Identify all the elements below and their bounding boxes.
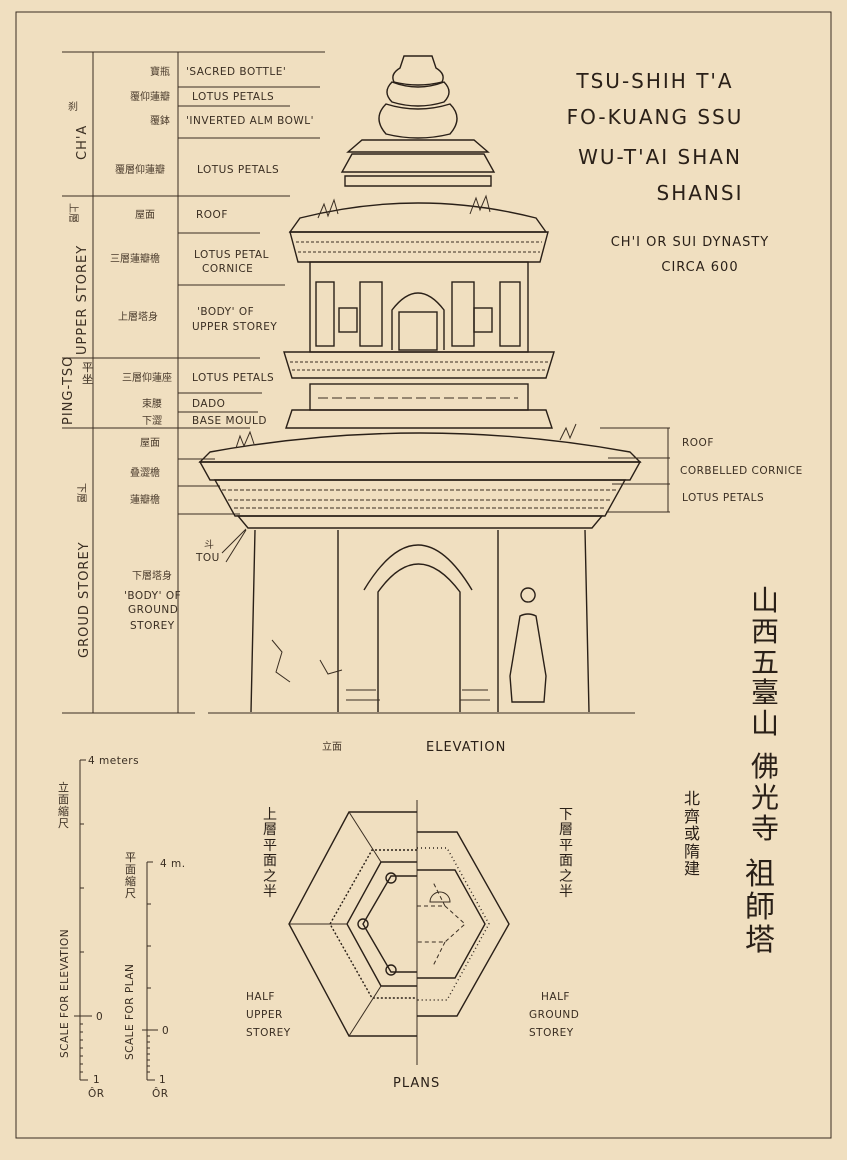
group-cha-label: CH'A bbox=[75, 125, 90, 160]
title-block: TSU-SHIH T'A FO-KUANG SSU WU-T'AI SHAN S… bbox=[567, 69, 770, 275]
plans-right_en-1-text: GROUND bbox=[529, 1009, 579, 1021]
scales-plan-top-text: 4 m. bbox=[160, 858, 186, 870]
scales-plan-zero-text: 0 bbox=[162, 1025, 169, 1037]
rows-2-en-0-text: 'INVERTED ALM BOWL' bbox=[186, 115, 314, 127]
group-cha-zh: 刹 bbox=[68, 101, 78, 113]
rows-13-en-1-text: GROUND bbox=[128, 604, 178, 616]
elevation-zh: 立面 bbox=[322, 740, 342, 753]
plan-left-zh: 上層平面之半 bbox=[263, 807, 277, 900]
scale-elevation-zh: 立面縮尺 bbox=[58, 781, 69, 831]
right_labels-0-text: ROOF bbox=[682, 437, 714, 449]
scale-plan: 4 m. 0 1 ÔR SCALE FOR PLAN bbox=[124, 858, 186, 1100]
title-line3-text: WU-T'AI SHAN bbox=[578, 145, 742, 169]
title-line2-text: FO-KUANG SSU bbox=[567, 105, 744, 129]
rows-1-zh-text: 覆仰蓮瓣 bbox=[130, 90, 170, 103]
rows-2-zh-text: 覆鉢 bbox=[150, 114, 170, 127]
rows-0-en-0-text: 'SACRED BOTTLE' bbox=[186, 66, 286, 78]
rows-13-en-0-text: 'BODY' OF bbox=[124, 590, 181, 602]
plans-label: PLANS bbox=[393, 1076, 440, 1091]
scales-elevation-top-text: 4 meters bbox=[88, 755, 139, 767]
title-dynasty-text: CH'I OR SUI DYNASTY bbox=[611, 235, 770, 250]
rows-12-zh-text: 蓮瓣檐 bbox=[130, 493, 160, 506]
group-upper-zh: 上層 bbox=[67, 203, 79, 223]
plan-right-zh: 下層平面之半 bbox=[559, 807, 573, 900]
rows-4-zh-text: 屋面 bbox=[135, 209, 155, 221]
legend-table bbox=[62, 51, 635, 714]
rows-6-en-1-text: UPPER STOREY bbox=[192, 321, 277, 333]
plans-left_en-2-text: STOREY bbox=[246, 1027, 291, 1039]
scales-plan-one-text: 1 bbox=[159, 1074, 166, 1086]
right_labels-1-text: CORBELLED CORNICE bbox=[680, 465, 803, 477]
scales-elevation-one-text: 1 bbox=[93, 1074, 100, 1086]
scales-plan-unit-text: ÔR bbox=[152, 1087, 169, 1100]
rows-7-en-0-text: LOTUS PETALS bbox=[192, 372, 274, 384]
scales-plan-en-text: SCALE FOR PLAN bbox=[124, 964, 136, 1060]
scales-elevation-unit-text: ÔR bbox=[88, 1087, 105, 1100]
rows-13-en-2-text: STOREY bbox=[130, 620, 175, 632]
title-line1-text: TSU-SHIH T'A bbox=[575, 69, 733, 93]
rows-6-zh-text: 上層塔身 bbox=[118, 310, 158, 323]
rows-13-zh-text: 下層塔身 bbox=[132, 569, 172, 582]
chinese-title-col2: 佛光寺 bbox=[751, 750, 780, 845]
rows-3-en-0-text: LOTUS PETALS bbox=[197, 164, 279, 176]
group-upper-label: UPPER STOREY bbox=[75, 245, 90, 355]
rows-3-zh-text: 覆層仰蓮瓣 bbox=[115, 163, 165, 176]
rows-10-zh-text: 屋面 bbox=[140, 437, 160, 449]
rows-5-en-0-text: LOTUS PETAL bbox=[194, 249, 269, 261]
rows-0-zh-text: 寶瓶 bbox=[150, 65, 170, 78]
pagoda-elevation bbox=[198, 55, 642, 713]
half-plans: HALF UPPER STOREY HALF GROUND STOREY PLA… bbox=[246, 800, 579, 1091]
plans-left_en-0-text: HALF bbox=[246, 991, 275, 1003]
rows-5-zh-text: 三層蓮瓣檐 bbox=[110, 252, 160, 265]
group-pingtso-zh: 平坐 bbox=[82, 361, 93, 387]
rows-1-en-0-text: LOTUS PETALS bbox=[192, 91, 274, 103]
rows-4-en-0-text: ROOF bbox=[196, 209, 228, 221]
scales-elevation-en-text: SCALE FOR ELEVATION bbox=[59, 929, 71, 1058]
legend-rows: 寶瓶 'SACRED BOTTLE' 覆仰蓮瓣 LOTUS PETALS 覆鉢 … bbox=[110, 65, 314, 632]
rows-9-en-0-text: BASE MOULD bbox=[192, 415, 267, 427]
rows-9-zh-text: 下澀 bbox=[142, 415, 162, 427]
group-ground-label: GROUD STOREY bbox=[77, 541, 92, 658]
chinese-title-col3: 祖師塔 bbox=[745, 857, 775, 958]
scale-plan-zh: 平面縮尺 bbox=[125, 851, 136, 901]
rows-6-en-0-text: 'BODY' OF bbox=[197, 306, 254, 318]
title-date-text: CIRCA 600 bbox=[661, 260, 738, 275]
chinese-title-side: 北齊或隋建 bbox=[684, 789, 701, 879]
plans-right_en-0-text: HALF bbox=[541, 991, 570, 1003]
plans-right_en-2-text: STOREY bbox=[529, 1027, 574, 1039]
scales-elevation-zero-text: 0 bbox=[96, 1011, 103, 1023]
group-ground-zh: 下層 bbox=[75, 483, 87, 503]
plans-left_en-1-text: UPPER bbox=[246, 1009, 283, 1021]
sheet-border bbox=[15, 11, 832, 1139]
chinese-title-col1: 山西五臺山 bbox=[751, 584, 780, 741]
group-pingtso-label: PING-TSO bbox=[61, 356, 76, 425]
right-labels: ROOF CORBELLED CORNICE LOTUS PETALS bbox=[600, 427, 803, 513]
rows-7-zh-text: 三層仰蓮座 bbox=[122, 371, 172, 384]
rows-5-en-1-text: CORNICE bbox=[202, 263, 253, 275]
rows-11-zh-text: 叠澀檐 bbox=[130, 466, 160, 479]
tou-zh: 斗 bbox=[204, 539, 214, 551]
right_labels-2-text: LOTUS PETALS bbox=[682, 492, 764, 504]
tou-label: TOU bbox=[195, 552, 220, 564]
rows-8-zh-text: 束腰 bbox=[142, 398, 162, 410]
scale-elevation: 4 meters 0 1 ÔR SCALE FOR ELEVATION bbox=[59, 755, 139, 1100]
elevation-label: ELEVATION bbox=[426, 740, 506, 755]
rows-8-en-0-text: DADO bbox=[192, 398, 225, 410]
tou-leader bbox=[221, 528, 247, 563]
title-line4-text: SHANSI bbox=[657, 181, 744, 205]
